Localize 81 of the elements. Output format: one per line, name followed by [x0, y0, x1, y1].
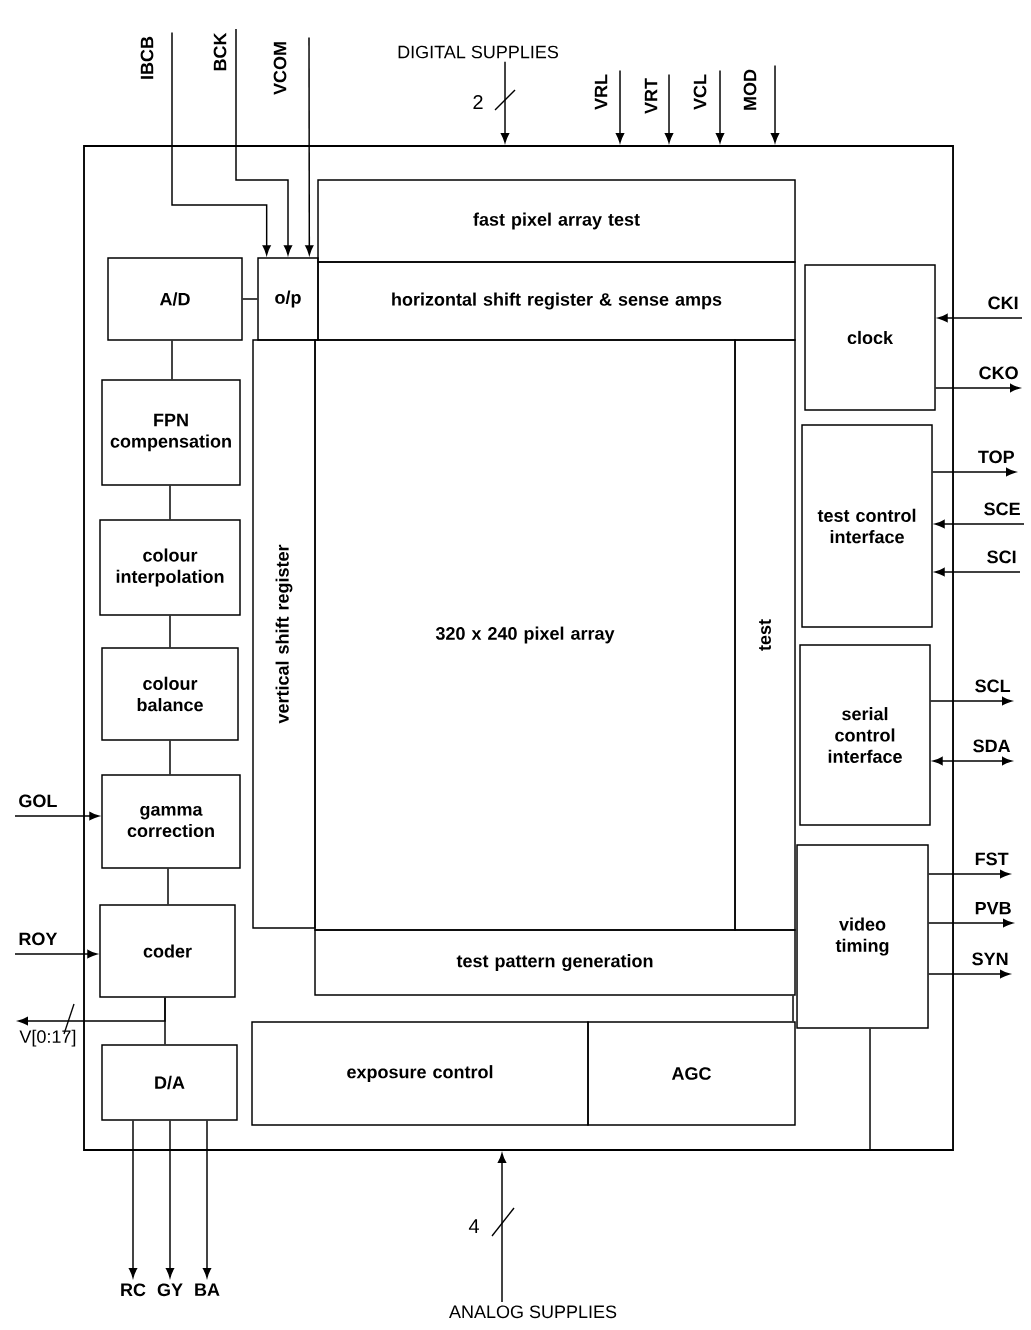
signal-label: VCL — [693, 74, 707, 110]
arrow — [305, 36, 314, 256]
arrow — [770, 64, 780, 143]
arrow — [500, 61, 510, 143]
signal-label: VCOM — [273, 42, 287, 95]
block-box: fast pixel array test — [317, 179, 796, 263]
block-box: AGC — [587, 1021, 796, 1126]
arrow — [128, 1120, 138, 1278]
signal-label: BA — [195, 1283, 220, 1296]
connector-line — [242, 298, 258, 300]
block-box: colour balance — [101, 647, 239, 741]
signal-label: ROY — [19, 932, 58, 946]
block-box: o/p — [257, 257, 319, 341]
arrow — [930, 696, 1012, 706]
arrow — [932, 756, 1012, 766]
arrow — [14, 949, 98, 959]
edge-label: 2 — [471, 93, 485, 111]
arrow — [928, 918, 1013, 928]
connector-line — [169, 485, 171, 520]
block-box: serial control interface — [799, 644, 931, 826]
block-box: FPN compensation — [101, 379, 241, 486]
signal-label: SDA — [973, 739, 1011, 753]
arrow — [14, 811, 100, 821]
signal-label: GOL — [19, 794, 57, 808]
block-box: coder — [99, 904, 236, 998]
block-box: 320 x 240 pixel array — [314, 339, 736, 931]
signal-label: VRL — [594, 74, 608, 110]
connector-line — [169, 615, 171, 648]
arrow — [934, 519, 1025, 529]
signal-label: BCK — [213, 32, 227, 71]
arrow — [202, 1120, 212, 1278]
block-box: test control interface — [801, 424, 933, 628]
supply-label: V[0:17] — [19, 1029, 76, 1047]
arrow — [937, 313, 1023, 323]
block-box: video timing — [796, 844, 929, 1029]
block-box: gamma correction — [101, 774, 241, 869]
connector-line — [171, 340, 173, 380]
connector-line — [167, 868, 169, 905]
signal-label: SCI — [987, 550, 1016, 564]
signal-label: RC — [121, 1283, 146, 1297]
signal-label: TOP — [978, 450, 1014, 464]
signal-label: SYN — [972, 952, 1008, 966]
signal-label: IBCB — [140, 36, 154, 79]
arrow — [615, 69, 625, 143]
arrow — [932, 467, 1016, 477]
arrow — [928, 969, 1010, 979]
block-box: exposure control — [251, 1021, 589, 1126]
supply-label: DIGITAL SUPPLIES — [398, 45, 559, 59]
arrow — [165, 1120, 175, 1278]
signal-label: SCL — [975, 679, 1011, 693]
block-box: A/D — [107, 257, 243, 341]
block-box: colour interpolation — [99, 519, 241, 616]
arrow — [18, 997, 166, 1026]
signal-label: PVB — [975, 901, 1011, 915]
connector-line — [792, 995, 794, 1022]
block-box: horizontal shift register & sense amps — [317, 261, 796, 341]
arrow — [497, 1153, 507, 1303]
arrow — [934, 567, 1021, 577]
signal-label: VRT — [644, 78, 658, 114]
arrow — [715, 69, 725, 143]
block-box: test pattern generation — [314, 929, 796, 996]
block-box: D/A — [101, 1044, 238, 1121]
block-box: vertical shift register — [252, 339, 316, 929]
arrow — [235, 28, 293, 256]
arrow — [664, 73, 674, 143]
connector-line — [869, 1028, 871, 1152]
chip-outline — [83, 145, 954, 1151]
supply-label: ANALOG SUPPLIES — [449, 1305, 617, 1319]
signal-label: CKI — [988, 296, 1018, 310]
block-box: clock — [804, 264, 936, 411]
signal-label: MOD — [743, 69, 757, 110]
connector-line — [169, 740, 171, 775]
arrow — [935, 383, 1020, 393]
arrow — [928, 869, 1010, 879]
signal-label: SCE — [984, 502, 1020, 516]
block-box: test — [734, 339, 796, 931]
signal-label: CKO — [979, 366, 1018, 380]
signal-label: FST — [975, 852, 1009, 866]
arrow — [171, 31, 271, 256]
edge-label: 4 — [467, 1217, 481, 1235]
signal-label: GY — [157, 1283, 183, 1297]
